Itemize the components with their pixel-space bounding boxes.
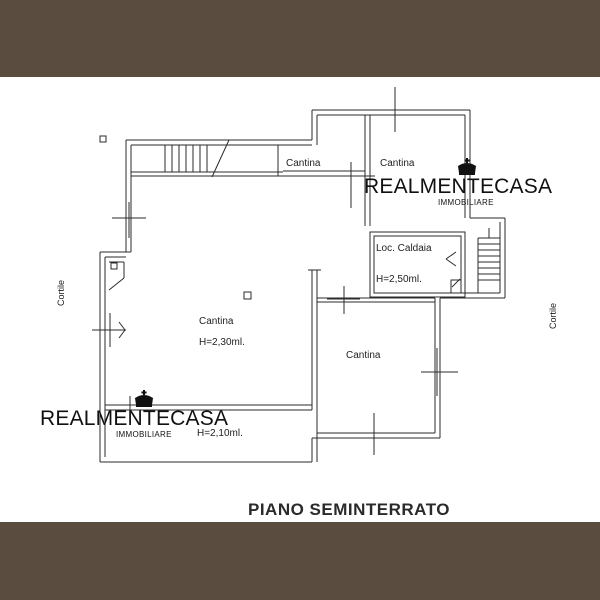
room-cantina-main-height: H=2,30ml. (199, 337, 245, 348)
top-band (0, 0, 600, 77)
openings (92, 87, 490, 455)
room-cantina-top-right: Cantina (380, 158, 415, 169)
corner-marker (99, 135, 107, 143)
side-label-right: Cortile (548, 303, 558, 329)
watermark-brand: REALMENTECASA (364, 175, 553, 198)
crown-icon (458, 158, 476, 175)
inner-walls (105, 115, 500, 433)
watermark-top: REALMENTECASA IMMOBILIARE (364, 158, 552, 207)
crown-icon (135, 390, 153, 407)
watermark-sub: IMMOBILIARE (438, 198, 494, 207)
watermark-bottom: REALMENTECASA IMMOBILIARE (40, 390, 228, 439)
watermark-sub: IMMOBILIARE (116, 430, 172, 439)
side-label-left: Cortile (56, 280, 66, 306)
watermark-brand: REALMENTECASA (40, 407, 229, 430)
bottom-band (0, 522, 600, 600)
room-loc-caldaia-height: H=2,50ml. (376, 274, 422, 285)
room-cantina-corridor: Cantina (286, 158, 321, 169)
room-cantina-lower-right: Cantina (346, 350, 381, 361)
plan-title: PIANO SEMINTERRATO (248, 500, 450, 519)
room-cantina-main: Cantina (199, 316, 234, 327)
room-bottom-strip-height: H=2,10ml. (197, 428, 243, 439)
room-loc-caldaia: Loc. Caldaia (376, 243, 432, 254)
